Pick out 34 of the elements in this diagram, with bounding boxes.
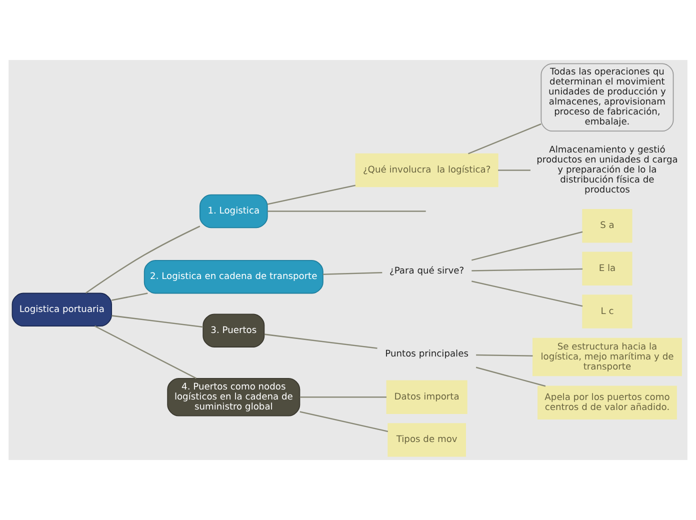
connector (498, 170, 530, 171)
connector (322, 272, 382, 275)
node-text: ¿Para qué sirve? (389, 266, 464, 277)
node-box: ¿Qué involucra la logística? (355, 153, 498, 188)
connector (85, 226, 200, 294)
node-box: S a (582, 208, 632, 243)
node-box: Todas las operaciones qu determinan el movimient unidades de producción y almacenes, aprovisionam proceso de fabricación, embalaje. (540, 63, 674, 132)
node-box: 2. Logistica en cadena de transporte (144, 260, 324, 294)
node-box: Tipos de mov (388, 423, 466, 457)
connector (472, 280, 583, 307)
connector (472, 268, 583, 272)
node-box: Apela por los puertos como centros d de valor añadido. (538, 386, 677, 420)
connector (468, 123, 542, 154)
connector (300, 396, 387, 398)
node-box: Datos importa (386, 380, 468, 414)
node-box: Logistica portuaria (12, 292, 112, 327)
node-text: Almacenamiento y gestió productos en unidades d carga y preparación de lo la distribución física de productos (536, 145, 678, 196)
connector (94, 326, 196, 379)
connector (476, 366, 546, 387)
connector (476, 354, 533, 357)
node-box: Se estructura hacia la logística, mejo marítima y de transporte (532, 338, 682, 376)
node-text: Puntos principales (385, 350, 468, 360)
connector (112, 315, 204, 328)
node-box: 1. Logistica (199, 194, 268, 228)
node-box: L c (582, 294, 632, 328)
connector (267, 210, 426, 212)
connector (471, 231, 583, 261)
connector (300, 411, 388, 432)
node-box: E la (582, 252, 632, 286)
connector (267, 184, 356, 205)
connector (112, 292, 148, 301)
node-box: 4. Puertos como nodos logísticos en la cadena de suministro global (167, 378, 300, 416)
node-box: 3. Puertos (202, 314, 265, 348)
connector (264, 334, 378, 349)
